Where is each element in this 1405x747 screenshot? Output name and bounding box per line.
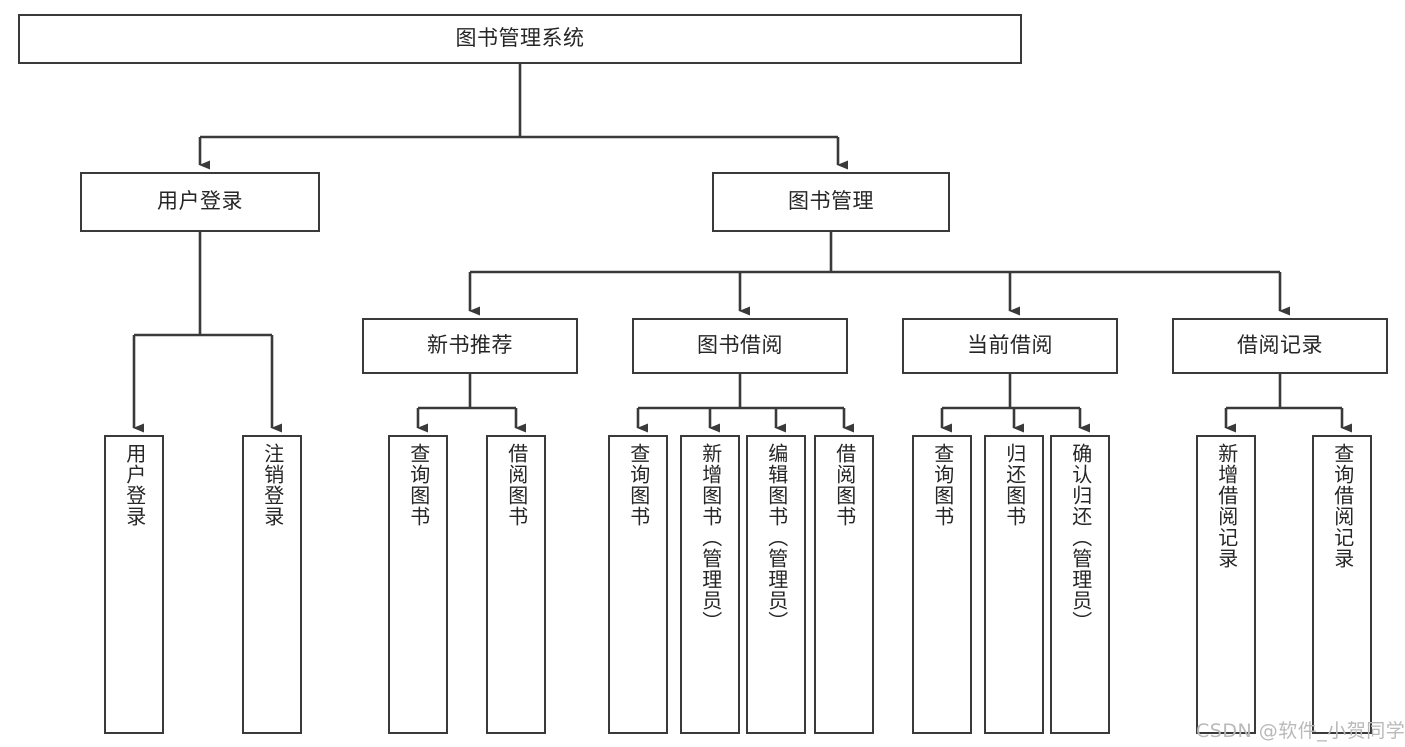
node-leaf-query-record-label: 查询借阅记录 [1330,443,1355,569]
node-user-login[interactable]: 用户登录 [80,172,320,232]
node-leaf-user-login-label: 用户登录 [122,443,147,527]
node-root[interactable]: 图书管理系统 [18,14,1022,64]
node-leaf-query-book-cur-label: 查询图书 [930,443,955,527]
node-leaf-query-book-label: 查询图书 [626,443,651,527]
node-leaf-logout-label: 注销登录 [260,443,285,527]
node-root-label: 图书管理系统 [455,26,585,51]
node-leaf-add-book[interactable]: 新增图书（管理员） [680,435,740,734]
node-leaf-borrow-book-rec-label: 借阅图书 [504,443,529,527]
node-leaf-borrow-book-rec[interactable]: 借阅图书 [486,435,546,734]
node-leaf-edit-book[interactable]: 编辑图书（管理员） [746,435,806,734]
node-leaf-confirm-return[interactable]: 确认归还（管理员） [1050,435,1110,734]
node-borrow-record-label: 借阅记录 [1237,333,1323,358]
node-leaf-return-book-label: 归还图书 [1002,443,1027,527]
node-leaf-add-record[interactable]: 新增借阅记录 [1196,435,1256,734]
node-leaf-return-book[interactable]: 归还图书 [984,435,1044,734]
node-book-manage-label: 图书管理 [788,189,874,214]
node-borrow-record[interactable]: 借阅记录 [1172,318,1388,374]
node-leaf-query-book[interactable]: 查询图书 [608,435,668,734]
node-leaf-edit-book-label: 编辑图书（管理员） [764,443,789,632]
node-current-borrow-label: 当前借阅 [967,333,1053,358]
node-new-book-rec-label: 新书推荐 [427,333,513,358]
node-leaf-add-book-label: 新增图书（管理员） [698,443,723,632]
node-leaf-query-book-rec[interactable]: 查询图书 [388,435,448,734]
node-new-book-rec[interactable]: 新书推荐 [362,318,578,374]
node-leaf-borrow-book-label: 借阅图书 [832,443,857,527]
node-leaf-logout[interactable]: 注销登录 [242,435,302,734]
node-leaf-add-record-label: 新增借阅记录 [1214,443,1239,569]
node-book-manage[interactable]: 图书管理 [712,172,950,232]
node-book-borrow-label: 图书借阅 [697,333,783,358]
node-leaf-query-book-rec-label: 查询图书 [406,443,431,527]
node-leaf-query-record[interactable]: 查询借阅记录 [1312,435,1372,734]
node-current-borrow[interactable]: 当前借阅 [902,318,1118,374]
node-leaf-confirm-return-label: 确认归还（管理员） [1068,443,1093,632]
node-leaf-user-login[interactable]: 用户登录 [104,435,164,734]
node-user-login-label: 用户登录 [157,189,243,214]
node-leaf-borrow-book[interactable]: 借阅图书 [814,435,874,734]
node-leaf-query-book-cur[interactable]: 查询图书 [912,435,972,734]
node-book-borrow[interactable]: 图书借阅 [632,318,848,374]
